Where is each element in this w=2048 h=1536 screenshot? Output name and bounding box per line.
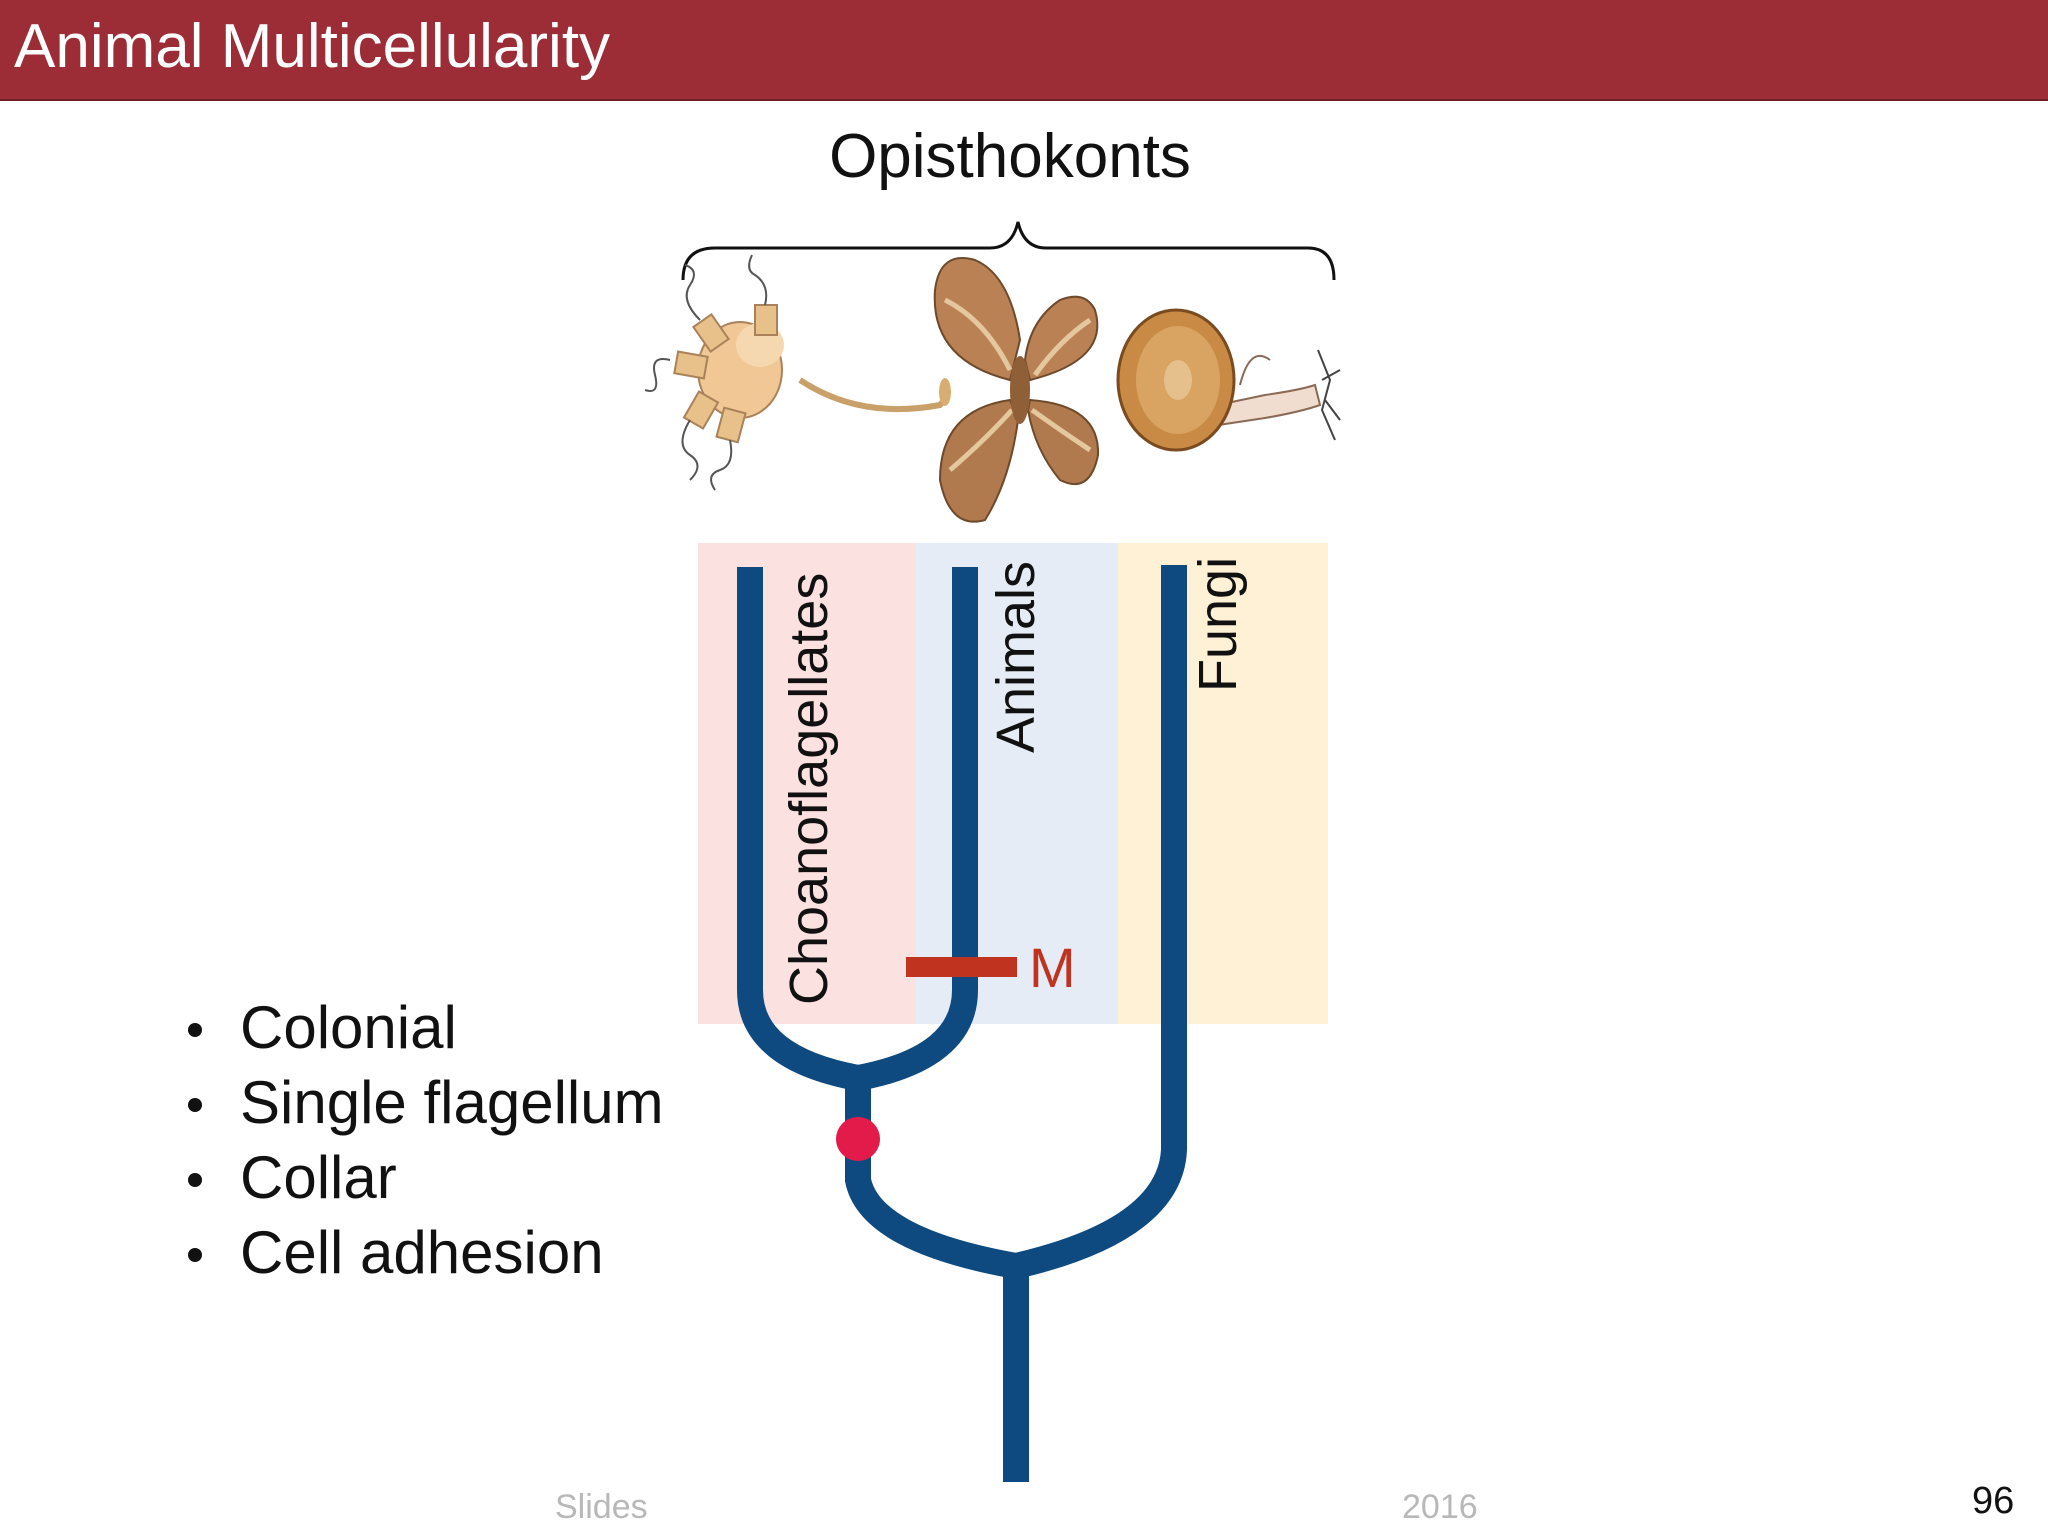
mushroom-illustration	[1116, 308, 1341, 452]
band-animals	[916, 543, 1118, 1024]
slide-title: Animal Multicellularity	[14, 12, 611, 81]
feature-item: Collar	[180, 1140, 664, 1215]
feature-item: Colonial	[180, 990, 664, 1065]
band-choanoflagellates	[698, 543, 916, 1024]
feature-list: Colonial Single flagellum Collar Cell ad…	[180, 990, 664, 1290]
node-dot	[836, 1117, 880, 1161]
footer-source: Slides	[555, 1488, 648, 1526]
bullet-icon	[188, 1023, 202, 1037]
footer-year: 2016	[1402, 1488, 1478, 1526]
branch-animals	[855, 567, 978, 1091]
marker-label: M	[1029, 936, 1076, 999]
branch-fungi	[1013, 565, 1187, 1279]
choanoflagellate-illustration	[644, 254, 951, 491]
branch-choanoflagellates	[737, 567, 861, 1091]
phylogenetic-tree	[737, 565, 1187, 1482]
label-fungi: Fungi	[1188, 557, 1248, 692]
feature-item: Cell adhesion	[180, 1215, 664, 1290]
bullet-icon	[188, 1248, 202, 1262]
bullet-icon	[188, 1098, 202, 1112]
moth-illustration	[933, 257, 1100, 523]
stem-choano-animals	[845, 1074, 1019, 1279]
label-choanoflagellates: Choanoflagellates	[779, 573, 839, 1005]
band-fungi	[1118, 543, 1328, 1024]
opisthokonts-brace	[681, 221, 1336, 281]
page-number: 96	[1972, 1480, 2015, 1522]
bullet-icon	[188, 1173, 202, 1187]
slide-header: Animal Multicellularity	[0, 0, 2048, 101]
feature-item: Single flagellum	[180, 1065, 664, 1140]
label-animals: Animals	[986, 561, 1046, 753]
opisthokonts-label: Opisthokonts	[829, 122, 1191, 191]
